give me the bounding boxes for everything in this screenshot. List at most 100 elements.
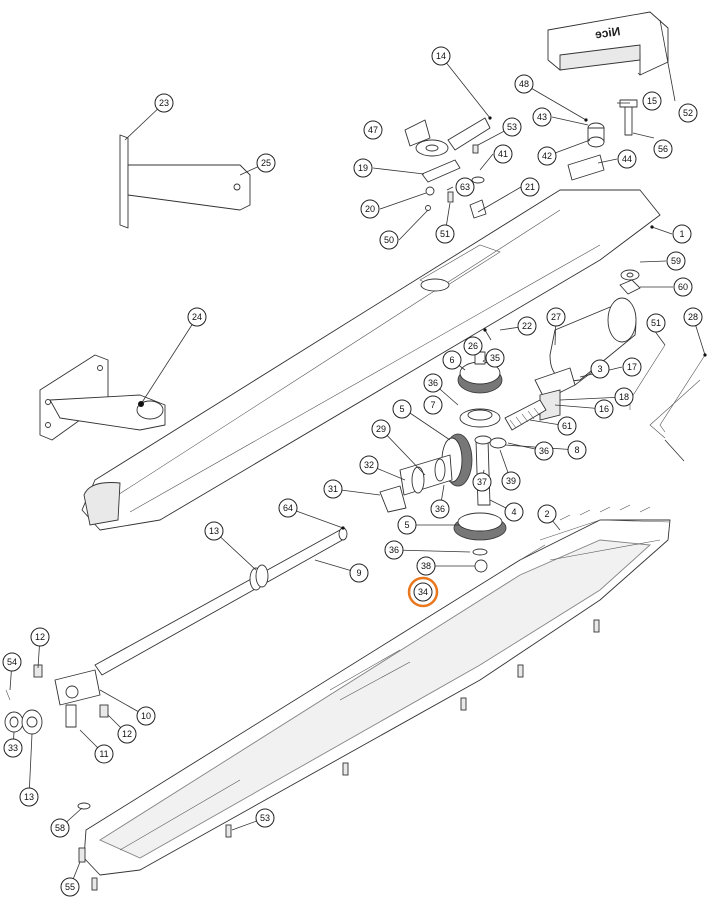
svg-text:1: 1 [679,229,684,239]
callout-37: 37 [472,472,492,492]
callout-3: 3 [590,359,610,379]
svg-text:53: 53 [507,122,517,132]
svg-text:3: 3 [597,364,602,374]
callout-55: 55 [60,877,80,897]
upper-cover [81,189,661,531]
svg-text:9: 9 [356,568,361,578]
callout-51-mid: 51 [435,224,455,244]
svg-text:54: 54 [7,657,17,667]
callout-36-top: 36 [534,441,554,461]
callout-42: 43 [532,107,552,127]
lower-housing [83,504,671,876]
callout-5-low: 5 [397,515,417,535]
callout-15: 15 [642,91,662,111]
cover-logo: Nice [594,24,621,41]
svg-text:18: 18 [619,392,629,402]
callout-27: 27 [546,307,566,327]
callout-12-top: 12 [30,627,50,647]
callout-18: 18 [614,387,634,407]
svg-text:60: 60 [678,282,688,292]
svg-text:36: 36 [389,545,399,555]
front-bracket [39,354,166,441]
svg-text:17: 17 [627,362,637,372]
callout-9: 9 [349,563,369,583]
svg-text:33: 33 [8,743,18,753]
callout-29: 29 [371,419,391,439]
svg-text:59: 59 [671,256,681,266]
svg-text:22: 22 [522,321,532,331]
callout-10: 10 [136,706,156,726]
svg-text:37: 37 [477,477,487,487]
callout-60: 60 [673,277,693,297]
callout-47: 48 [514,74,534,94]
callout-8: 8 [567,440,587,460]
svg-text:15: 15 [647,96,657,106]
callout-41: 42 [537,146,557,166]
svg-text:44: 44 [622,154,632,164]
svg-text:43: 43 [537,112,547,122]
callout-7: 7 [423,395,443,415]
svg-text:23: 23 [159,98,169,108]
svg-text:8: 8 [574,445,579,455]
svg-text:4: 4 [511,507,516,517]
top-cover: Nice [547,11,669,76]
svg-text:36: 36 [539,446,549,456]
svg-text:48: 48 [519,79,529,89]
rear-bracket [119,134,251,229]
svg-text:51: 51 [440,229,450,239]
callout-31: 32 [359,455,379,475]
svg-text:55: 55 [65,882,75,892]
svg-text:13: 13 [209,526,219,536]
svg-text:36: 36 [428,378,438,388]
callout-26: 26 [463,336,483,356]
callout-6: 6 [442,350,462,370]
svg-text:41: 41 [498,149,508,159]
callout-36-low: 36 [384,540,404,560]
callout-24: 24 [187,307,207,327]
callout-56: 56 [653,139,673,159]
svg-text:28: 28 [688,312,698,322]
svg-text:12: 12 [35,632,45,642]
callout-58: 58 [50,818,70,838]
svg-text:19: 19 [358,163,368,173]
callout-11: 11 [94,744,114,764]
callout-32: 33 [3,738,23,758]
svg-text:12: 12 [122,729,132,739]
callout-17: 17 [622,357,642,377]
svg-text:14: 14 [436,51,446,61]
callout-25: 25 [256,153,276,173]
callout-16: 16 [594,399,614,419]
svg-text:63: 63 [460,182,470,192]
callouts: 14 15 52 48 43 42 44 56 47 53 41 19 63 2… [2,46,703,897]
callout-39: 39 [501,471,521,491]
callout-5-top: 5 [392,399,412,419]
svg-text:47: 47 [368,125,378,135]
callout-14: 14 [431,46,451,66]
svg-text:64: 64 [283,503,293,513]
callout-23: 23 [154,93,174,113]
svg-text:24: 24 [192,312,202,322]
svg-text:34: 34 [418,587,428,597]
callout-22: 22 [517,316,537,336]
callout-28-top: 28 [683,307,703,327]
svg-text:13: 13 [24,792,34,802]
callout-64: 64 [278,498,298,518]
clamp [4,689,43,735]
svg-text:53: 53 [260,813,270,823]
svg-text:2: 2 [544,509,549,519]
svg-text:31: 31 [328,484,338,494]
svg-text:7: 7 [430,400,435,410]
svg-text:5: 5 [399,404,404,414]
callout-53: 53 [255,808,275,828]
svg-text:39: 39 [506,476,516,486]
callout-30: 31 [323,479,343,499]
leader-lines [9,19,707,888]
svg-text:35: 35 [490,353,500,363]
callout-33: 35 [485,348,505,368]
svg-text:51: 51 [651,318,661,328]
callout-13-low: 13 [19,787,39,807]
callout-44: 47 [363,120,383,140]
svg-text:16: 16 [599,404,609,414]
svg-text:26: 26 [468,341,478,351]
